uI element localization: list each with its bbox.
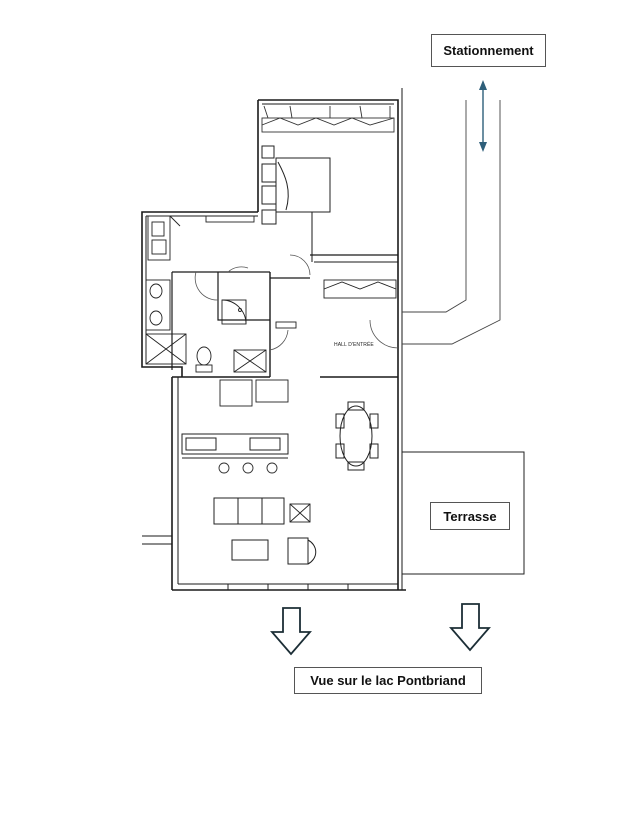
- bathroom-vanity: [145, 279, 171, 331]
- coffee-table: [231, 539, 269, 561]
- shower: [145, 333, 187, 365]
- bar-stools: [218, 462, 278, 474]
- hall-closet: [275, 279, 397, 329]
- bedroom-closet: [261, 105, 395, 133]
- left-wing-walls: [141, 211, 258, 377]
- bed: [261, 145, 331, 225]
- hall-label: HALL D'ENTRÉE: [334, 342, 374, 348]
- armchair: [287, 537, 317, 565]
- terrace-outline: [402, 451, 525, 575]
- lake-view-label: Vue sur le lac Pontbriand: [294, 667, 482, 694]
- sofa: [213, 497, 285, 525]
- door-swings: [194, 254, 399, 351]
- side-table: [289, 503, 311, 523]
- corner-shower: [221, 299, 247, 325]
- view-down-arrow-icon: [270, 607, 312, 656]
- parking-label: Stationnement: [431, 34, 546, 67]
- dining-table: [335, 401, 379, 471]
- terrace-label: Terrasse: [430, 502, 510, 530]
- kitchen-counter: [181, 433, 289, 459]
- bedroom-walls: [257, 99, 399, 212]
- washer-dryer: [219, 349, 289, 407]
- laundry-strip: [147, 215, 255, 261]
- corridor-to-parking: [402, 100, 501, 345]
- bottom-windows: [227, 584, 349, 590]
- parking-arrow-icon: [479, 80, 487, 152]
- toilet: [195, 346, 213, 373]
- view-down-arrow-icon: [449, 603, 491, 652]
